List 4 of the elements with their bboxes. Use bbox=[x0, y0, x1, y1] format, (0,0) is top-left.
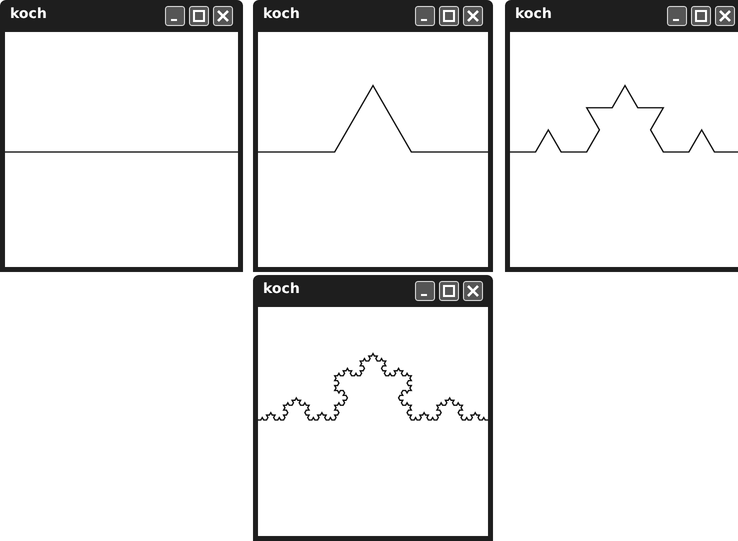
window-title: koch bbox=[10, 6, 47, 22]
window-title: koch bbox=[263, 6, 300, 22]
window-title: koch bbox=[263, 281, 300, 297]
window-title: koch bbox=[515, 6, 552, 22]
